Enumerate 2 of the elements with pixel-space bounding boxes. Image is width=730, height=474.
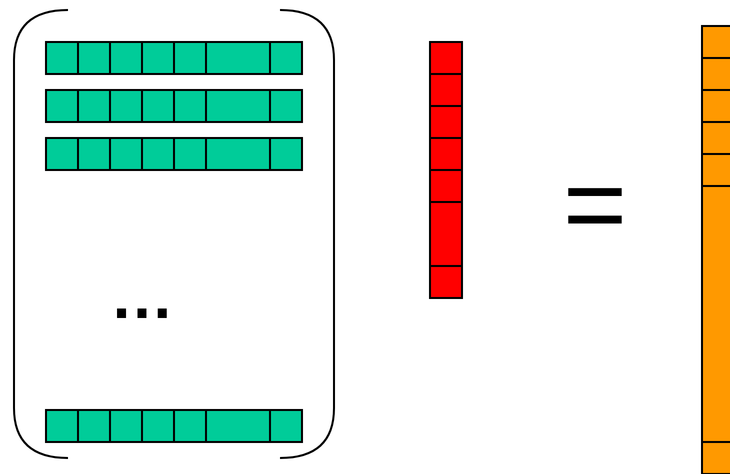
ellipsis: …: [110, 264, 174, 328]
equals-sign: =: [562, 150, 628, 260]
